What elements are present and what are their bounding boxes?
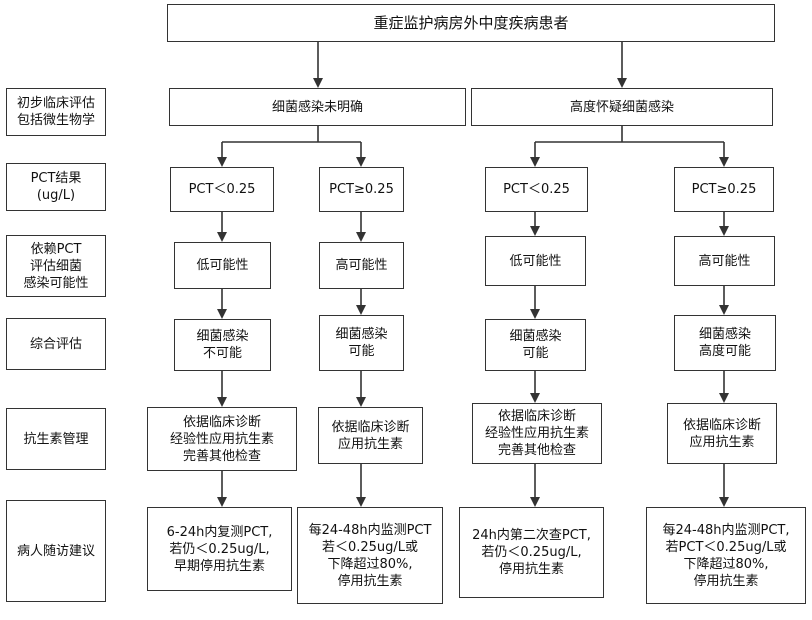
row-label-infection-likelihood: 依赖PCT 评估细菌 感染可能性 <box>6 235 106 297</box>
followup-box-col4: 每24-48h内监测PCT, 若PCT＜0.25ug/L或 下降超过80%, 停… <box>646 507 806 604</box>
pct-box-col4: PCT≥0.25 <box>674 167 774 212</box>
likelihood-box-col4: 高可能性 <box>674 236 775 286</box>
likelihood-box-col2: 高可能性 <box>319 242 404 289</box>
assessment-box-col4: 细菌感染 高度可能 <box>674 315 776 371</box>
followup-box-col1: 6-24h内复测PCT, 若仍＜0.25ug/L, 早期停用抗生素 <box>147 507 292 591</box>
row-label-initial-assessment: 初步临床评估 包括微生物学 <box>6 88 106 136</box>
diagram-title: 重症监护病房外中度疾病患者 <box>167 4 775 42</box>
row-label-pct-result: PCT结果 (ug/L) <box>6 163 106 211</box>
group-unclear-infection: 细菌感染未明确 <box>169 88 466 126</box>
pct-box-col3: PCT＜0.25 <box>485 167 588 212</box>
likelihood-box-col1: 低可能性 <box>174 242 271 289</box>
assessment-box-col2: 细菌感染 可能 <box>319 315 404 371</box>
group-suspected-infection: 高度怀疑细菌感染 <box>471 88 773 126</box>
followup-box-col3: 24h内第二次查PCT, 若仍＜0.25ug/L, 停用抗生素 <box>459 507 604 598</box>
row-label-antibiotic-management: 抗生素管理 <box>6 408 106 470</box>
antibiotic-box-col3: 依据临床诊断 经验性应用抗生素 完善其他检查 <box>472 403 602 464</box>
assessment-box-col3: 细菌感染 可能 <box>485 319 586 371</box>
row-label-followup-advice: 病人随访建议 <box>6 500 106 602</box>
likelihood-box-col3: 低可能性 <box>485 236 586 286</box>
antibiotic-box-col1: 依据临床诊断 经验性应用抗生素 完善其他检查 <box>147 407 297 471</box>
antibiotic-box-col4: 依据临床诊断 应用抗生素 <box>667 403 777 464</box>
followup-box-col2: 每24-48h内监测PCT 若＜0.25ug/L或 下降超过80%, 停用抗生素 <box>297 507 443 604</box>
pct-box-col2: PCT≥0.25 <box>319 167 404 212</box>
antibiotic-box-col2: 依据临床诊断 应用抗生素 <box>318 407 423 464</box>
assessment-box-col1: 细菌感染 不可能 <box>174 319 271 371</box>
row-label-comprehensive-assessment: 综合评估 <box>6 318 106 370</box>
pct-box-col1: PCT＜0.25 <box>170 167 274 212</box>
